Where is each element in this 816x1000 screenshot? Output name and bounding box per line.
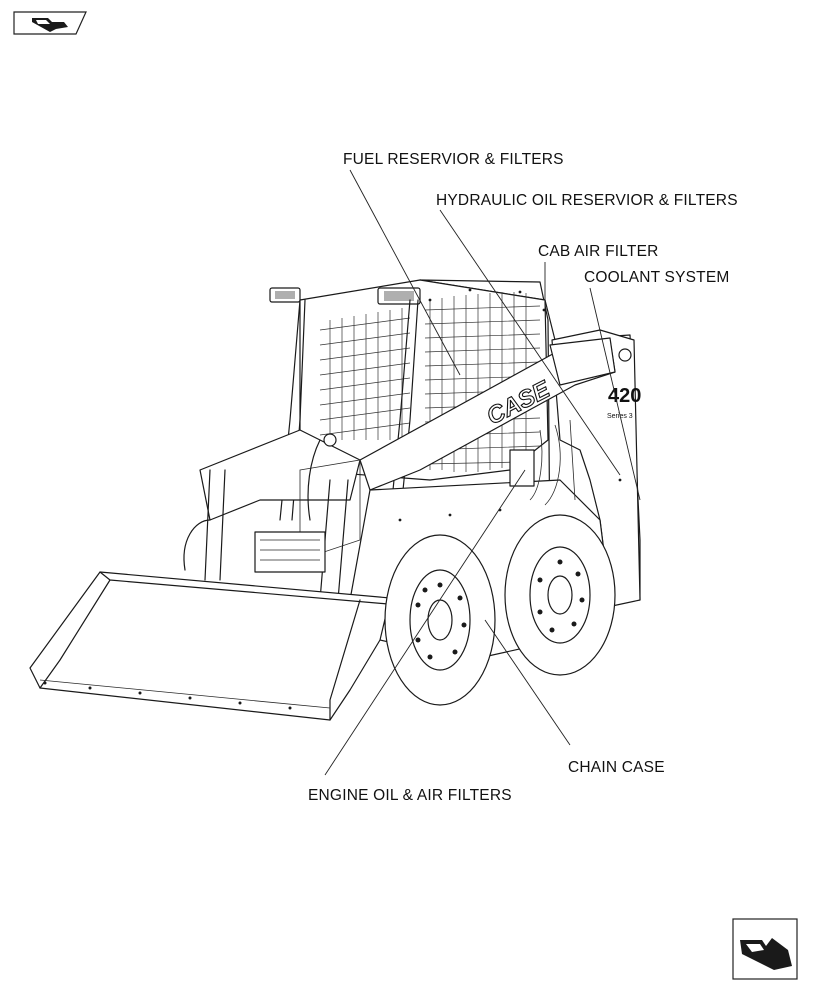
model-marking: 420	[608, 385, 641, 407]
leader-hydraulic	[439, 209, 621, 476]
callout-chain-case: CHAIN CASE	[568, 759, 665, 776]
callout-coolant: COOLANT SYSTEM	[584, 269, 730, 286]
leader-fuel	[349, 169, 461, 376]
next-page-icon[interactable]	[732, 918, 798, 980]
callout-fuel: FUEL RESERVIOR & FILTERS	[343, 151, 564, 168]
leader-chain-case	[484, 619, 571, 746]
leader-engine-oil	[324, 469, 526, 776]
leader-lines	[324, 169, 641, 776]
leader-coolant	[589, 287, 641, 501]
callout-labels: FUEL RESERVIOR & FILTERS HYDRAULIC OIL R…	[308, 151, 738, 804]
callout-hydraulic: HYDRAULIC OIL RESERVIOR & FILTERS	[436, 192, 738, 209]
skid-steer-illustration: CASE 420 Series 3	[29, 279, 641, 721]
previous-page-icon[interactable]	[12, 10, 88, 36]
callout-cab-air: CAB AIR FILTER	[538, 243, 659, 260]
callout-engine-oil: ENGINE OIL & AIR FILTERS	[308, 787, 512, 804]
